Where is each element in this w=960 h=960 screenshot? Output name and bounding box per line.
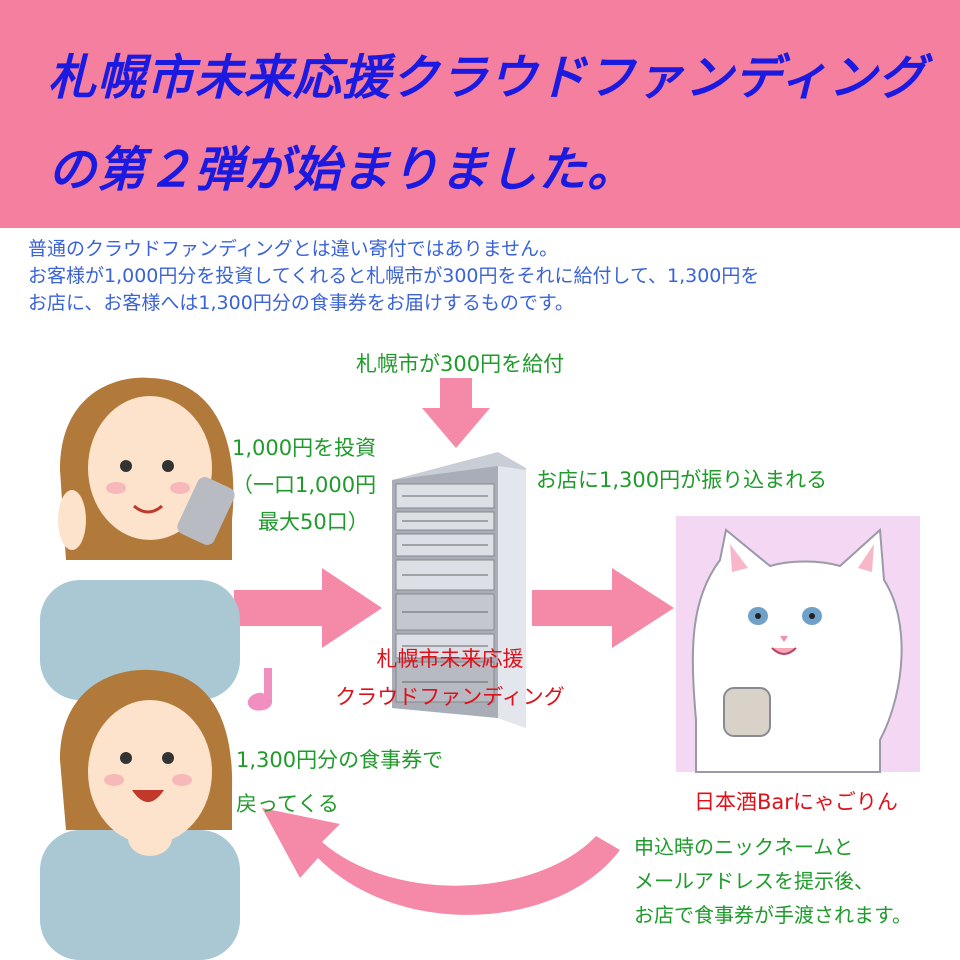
return-label: 1,300円分の食事券で 戻ってくる: [236, 738, 443, 826]
invest-label: 1,000円を投資 （一口1,000円 最大50口）: [232, 430, 376, 541]
note-label: 申込時のニックネームと メールアドレスを提示後、 お店で食事券が手渡されます。: [634, 830, 912, 932]
fund-label: 札幌市未来応援 クラウドファンディング: [330, 640, 570, 716]
transfer-arrow: [532, 568, 674, 648]
grant-label: 札幌市が300円を給付: [356, 352, 565, 376]
cat-icon: [691, 527, 903, 773]
fund-line-1: 札幌市未来応援: [376, 647, 524, 671]
invest-line-1: 1,000円を投資: [232, 436, 377, 460]
happy-woman-icon: [40, 669, 240, 960]
return-arrow: [262, 808, 620, 915]
transfer-label: お店に1,300円が振り込まれる: [536, 468, 828, 492]
note-line-3: お店で食事券が手渡されます。: [634, 903, 912, 927]
intro-line-2: お客様が1,000円分を投資してくれると札幌市が300円をそれに給付して、1,3…: [28, 265, 760, 287]
intro-line-3: お店に、お客様へは1,300円分の食事券をお届けするものです。: [28, 292, 574, 314]
music-note-icon: [247, 668, 272, 711]
invest-line-2: （一口1,000円: [232, 473, 377, 497]
invest-arrow: [234, 568, 382, 648]
note-line-1: 申込時のニックネームと: [634, 835, 854, 859]
shop-name: 日本酒Barにゃごりん: [694, 790, 898, 814]
note-line-2: メールアドレスを提示後、: [634, 869, 874, 893]
header-banner: 札幌市未来応援クラウドファンディング の第２弾が始まりました。: [0, 0, 960, 228]
title-line-1: 札幌市未来応援クラウドファンディング: [48, 50, 927, 106]
return-line-2: 戻ってくる: [236, 792, 339, 816]
title-line-2: の第２弾が始まりました。: [48, 142, 637, 198]
server-rack-icon: [392, 452, 526, 728]
return-line-1: 1,300円分の食事券で: [236, 748, 444, 772]
investor-woman-icon: [40, 377, 240, 700]
intro-text: 普通のクラウドファンディングとは違い寄付ではありません。 お客様が1,000円分…: [28, 236, 938, 317]
invest-line-3: 最大50口）: [258, 510, 369, 534]
intro-line-1: 普通のクラウドファンディングとは違い寄付ではありません。: [28, 238, 559, 260]
fund-line-2: クラウドファンディング: [335, 685, 565, 709]
grant-arrow: [422, 378, 490, 448]
